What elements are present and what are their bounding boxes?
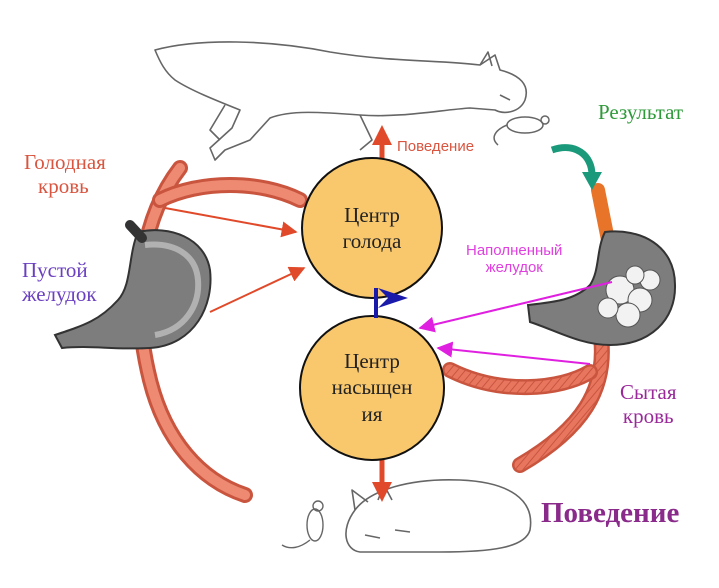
empty-stomach-line2: желудок [22, 282, 97, 307]
fed-blood-signal-arrow [436, 341, 591, 365]
behavior-top-label: Поведение [397, 138, 475, 155]
behavior-bottom-label: Поведение [541, 497, 680, 529]
satiety-center-line1: Центр [344, 349, 400, 373]
fed-blood-line2: кровь [622, 404, 674, 429]
hunger-center-line1: Центр [344, 203, 400, 227]
full-stomach-icon [526, 230, 677, 347]
full-stomach-signal-arrow [418, 281, 613, 333]
inhibition-arrow [378, 288, 408, 308]
full-stomach-line1: Наполненный [466, 242, 563, 259]
hunger-center-label: Центр голода [312, 202, 432, 255]
hungry-blood-line1: Голодная [24, 150, 106, 174]
hungry-blood-line2: кровь [38, 174, 89, 199]
empty-stomach-signal-arrow [209, 266, 306, 313]
fed-blood-line1: Сытая [620, 380, 677, 404]
empty-stomach-icon [53, 220, 212, 350]
empty-stomach-line1: Пустой [22, 258, 88, 282]
satiety-center-line2: насыщен [331, 375, 413, 400]
satiety-center-label: Центр насыщен ия [312, 348, 432, 427]
hungry-blood-signal-arrow [164, 207, 298, 238]
full-stomach-line2: желудок [485, 259, 543, 277]
hunger-center-line2: голода [342, 229, 402, 254]
leaping-cat-icon [154, 41, 527, 161]
result-arrow [550, 144, 596, 176]
result-label: Результат [598, 100, 684, 124]
empty-stomach-label: Пустой желудок [22, 258, 97, 306]
full-stomach-label: Наполненный желудок [466, 242, 562, 277]
satiety-center-line3: ия [361, 401, 383, 426]
hunger-center-node [301, 157, 443, 299]
mouse-icon [493, 115, 550, 146]
fed-blood-label: Сытая кровь [620, 380, 677, 428]
satiety-center-node [299, 315, 445, 461]
sleeping-cat-icon [345, 478, 532, 553]
small-mouse-icon [281, 500, 324, 549]
hungry-blood-label: Голодная кровь [24, 150, 106, 198]
